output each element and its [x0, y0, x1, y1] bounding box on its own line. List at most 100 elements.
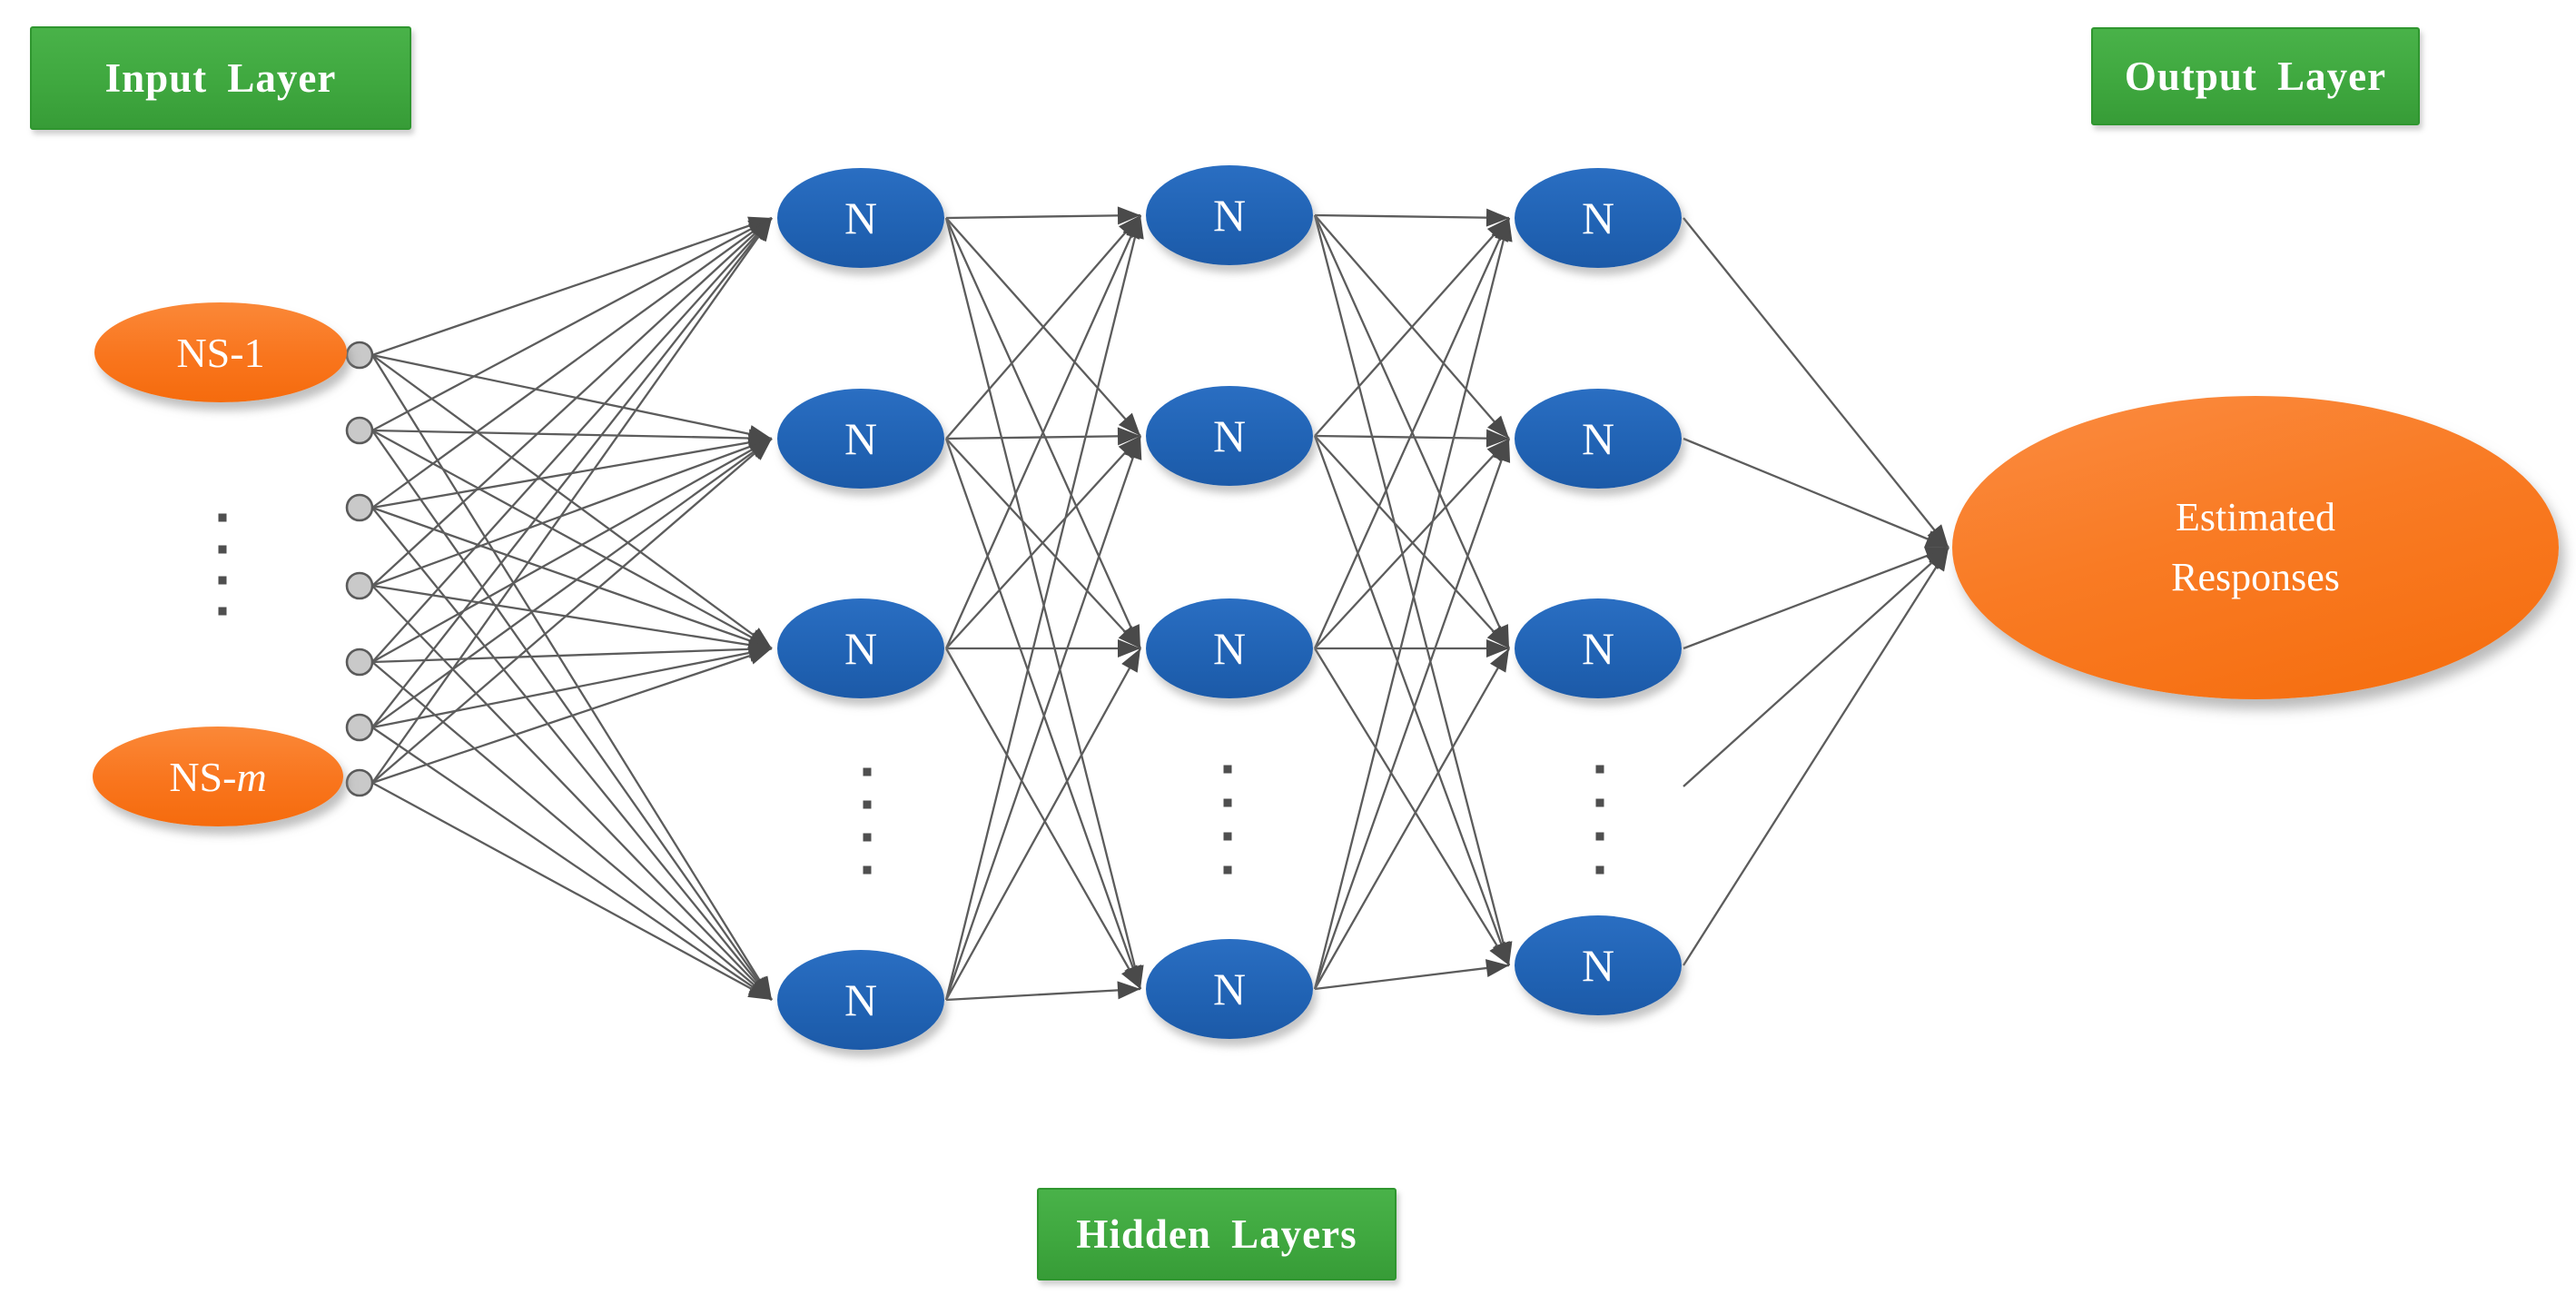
connection-line [1314, 648, 1510, 966]
hidden-node-label: N [1212, 410, 1247, 461]
connection-line [371, 354, 773, 1001]
connection-line [371, 781, 773, 1002]
connection-line [371, 438, 773, 728]
connection-line [371, 217, 773, 587]
output-layer-label: Output Layer [2091, 27, 2420, 125]
input-connector-dot [345, 768, 374, 797]
input-node-nsm-label: NS-m [169, 753, 267, 800]
connection-line [945, 648, 1141, 990]
connection-line [944, 648, 1142, 1001]
connection-line [371, 437, 773, 588]
connection-line [371, 584, 773, 655]
hidden-node-label: N [844, 413, 878, 464]
hidden-node-col3-row2: N [1515, 389, 1682, 489]
hidden-node-label: N [1581, 413, 1615, 464]
connection-line [371, 507, 773, 1001]
input-connector-dot [345, 713, 374, 742]
hidden-node-col1-row2: N [777, 389, 944, 489]
connection-line [1314, 208, 1510, 227]
connection-line [944, 214, 1144, 1001]
connection-line [371, 639, 773, 664]
connection-line [1314, 438, 1510, 649]
connection-line [371, 217, 773, 663]
hidden-node-col2-row2: N [1146, 386, 1313, 486]
hidden-node-label: N [1212, 623, 1247, 674]
hidden-node-col2-row1: N [1146, 165, 1313, 265]
connection-line [371, 506, 773, 650]
ellipsis-dot [863, 833, 872, 842]
connection-line [371, 437, 773, 664]
connection-line [1683, 547, 1949, 787]
connection-line [371, 727, 773, 1001]
ellipsis-dot [1223, 798, 1232, 807]
connection-line [1683, 546, 1949, 650]
input-connector-dot [345, 493, 374, 522]
connection-line [371, 438, 773, 784]
input-layer-label: Input Layer [30, 26, 411, 130]
connection-line [944, 438, 1142, 990]
ellipsis-dot [1223, 765, 1232, 774]
hidden-node-col1-row3: N [777, 598, 944, 698]
input-node-nsm: NS-m [93, 727, 343, 826]
ellipsis-dot [1595, 865, 1604, 875]
connection-line [1313, 217, 1513, 990]
input-connector-dots-group [345, 341, 374, 797]
hidden-node-col3-row1: N [1515, 168, 1682, 268]
hidden-node-col1-row1: N [777, 168, 944, 268]
input-connector-dot [345, 416, 374, 445]
ellipsis-dot [218, 513, 227, 522]
connection-line [371, 644, 773, 729]
hidden-node-col3-row4: N [1515, 915, 1682, 1015]
ellipsis-dot [1223, 865, 1232, 875]
connection-line [371, 647, 773, 785]
connection-line [945, 981, 1141, 1002]
connection-line [371, 353, 773, 443]
connection-line [371, 217, 773, 784]
hidden-node-col1-row4: N [777, 950, 944, 1050]
connection-line [1314, 429, 1510, 448]
ellipsis-dot [1595, 832, 1604, 841]
hidden-node-label: N [844, 193, 878, 243]
connection-line [371, 217, 773, 728]
hidden-node-label: N [1581, 193, 1615, 243]
hidden-node-col2-row3: N [1146, 598, 1313, 698]
connection-line [371, 585, 773, 1001]
connection-line [371, 661, 773, 1001]
connection-line [1314, 217, 1510, 437]
connection-line [945, 206, 1141, 225]
connection-line [1314, 959, 1510, 991]
connection-line [371, 216, 773, 357]
ellipsis-dot [218, 545, 227, 554]
connection-line [1683, 217, 1949, 549]
input-node-ns1-label: NS-1 [176, 329, 265, 376]
connection-line [371, 217, 773, 509]
hidden-node-label: N [1581, 623, 1615, 674]
connection-line [1314, 648, 1510, 990]
connection-line [1683, 437, 1949, 549]
ellipsis-dot [863, 767, 872, 776]
ellipsis-dot [863, 800, 872, 809]
output-node-label: Estimated Responses [2171, 495, 2340, 599]
connection-line [371, 429, 773, 650]
input-node-ns1: NS-1 [94, 302, 347, 402]
connection-lines-group [371, 206, 1949, 1002]
input-connector-dot [345, 648, 374, 677]
connection-line [944, 435, 1142, 1001]
ellipsis-dot [218, 607, 227, 616]
hidden-node-label: N [1212, 190, 1247, 241]
ellipsis-dot [1223, 832, 1232, 841]
connection-line [1313, 435, 1511, 966]
hidden-node-col2-row4: N [1146, 939, 1313, 1039]
hidden-node-label: N [844, 623, 878, 674]
connection-line [1313, 217, 1511, 649]
input-connector-dot [345, 341, 374, 370]
ellipsis-dot [1595, 765, 1604, 774]
connection-line [944, 214, 1142, 649]
connection-line [945, 214, 1141, 440]
connection-line [945, 427, 1141, 446]
hidden-node-label: N [1212, 964, 1247, 1014]
connection-line [1313, 438, 1511, 990]
connection-line [1313, 214, 1513, 966]
hidden-node-label: N [1581, 940, 1615, 991]
